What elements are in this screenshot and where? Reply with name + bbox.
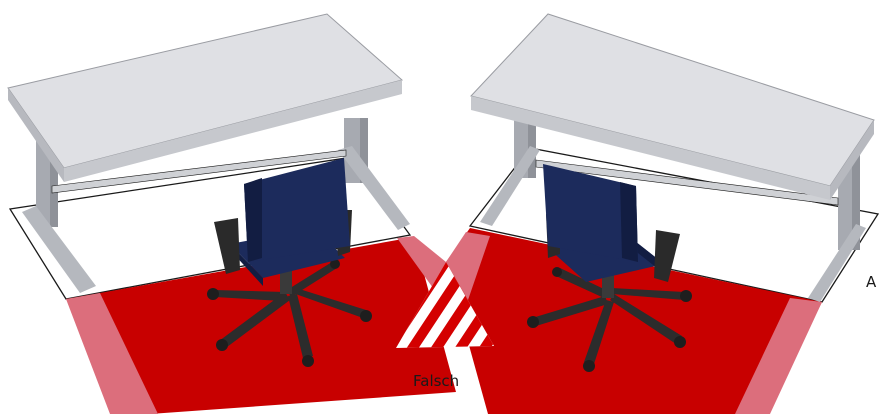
cropped-edge-label: A (866, 273, 877, 291)
right-workstation (446, 13, 879, 414)
desk-left (7, 13, 410, 293)
chair-left (207, 158, 372, 367)
verdict-label: Falsch (413, 372, 460, 390)
right-zone-corner-tint (446, 232, 490, 300)
right-movement-zone (446, 228, 822, 414)
desk-right (470, 13, 875, 302)
chair-right (527, 164, 692, 372)
right-zone-edge-tint (735, 298, 822, 414)
left-movement-zone (66, 237, 456, 414)
left-zone-corner-tint (397, 236, 446, 288)
left-zone-edge-tint (66, 293, 158, 414)
left-workstation (7, 13, 456, 414)
